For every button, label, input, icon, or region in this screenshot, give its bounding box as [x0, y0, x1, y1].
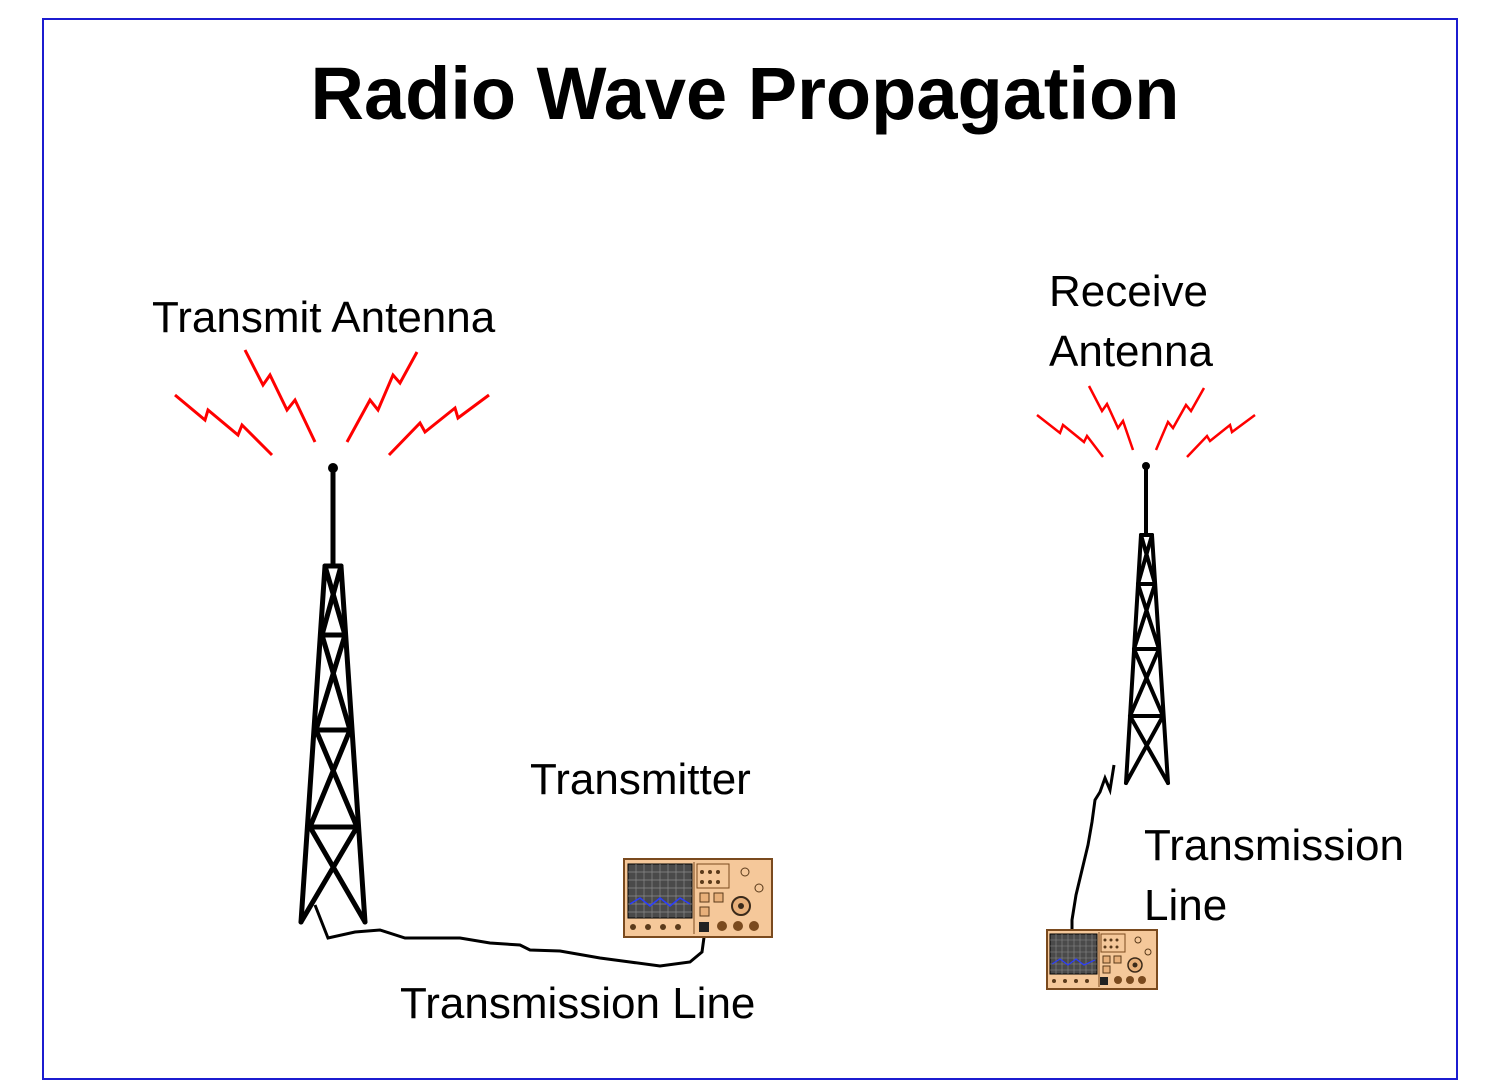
transmission-line-right-cable [1070, 764, 1116, 940]
slide-frame [42, 18, 1458, 1080]
transmit-waves-icon [174, 349, 490, 457]
receive-tower-icon [1124, 462, 1170, 785]
transmission-line-left-cable [313, 904, 707, 968]
receive-antenna-label-line1: Receive [1049, 267, 1208, 316]
transmission-line-left-label: Transmission Line [400, 979, 756, 1028]
receiver-radio-icon [1046, 929, 1158, 990]
slide-title: Radio Wave Propagation [310, 52, 1180, 135]
receive-waves-icon [1036, 385, 1256, 458]
transmitter-radio-icon [623, 858, 773, 938]
transmission-line-right-label: Transmission Line [1144, 816, 1404, 936]
transmit-antenna-label: Transmit Antenna [152, 293, 496, 342]
transmit-tower-icon [298, 463, 368, 925]
receive-antenna-label-line2: Antenna [1049, 327, 1213, 376]
transmission-line-right-label-line2: Line [1144, 881, 1228, 930]
transmission-line-right-label-line1: Transmission [1144, 821, 1404, 870]
transmitter-label: Transmitter [530, 755, 751, 804]
receive-antenna-label: Receive Antenna [1049, 262, 1213, 382]
